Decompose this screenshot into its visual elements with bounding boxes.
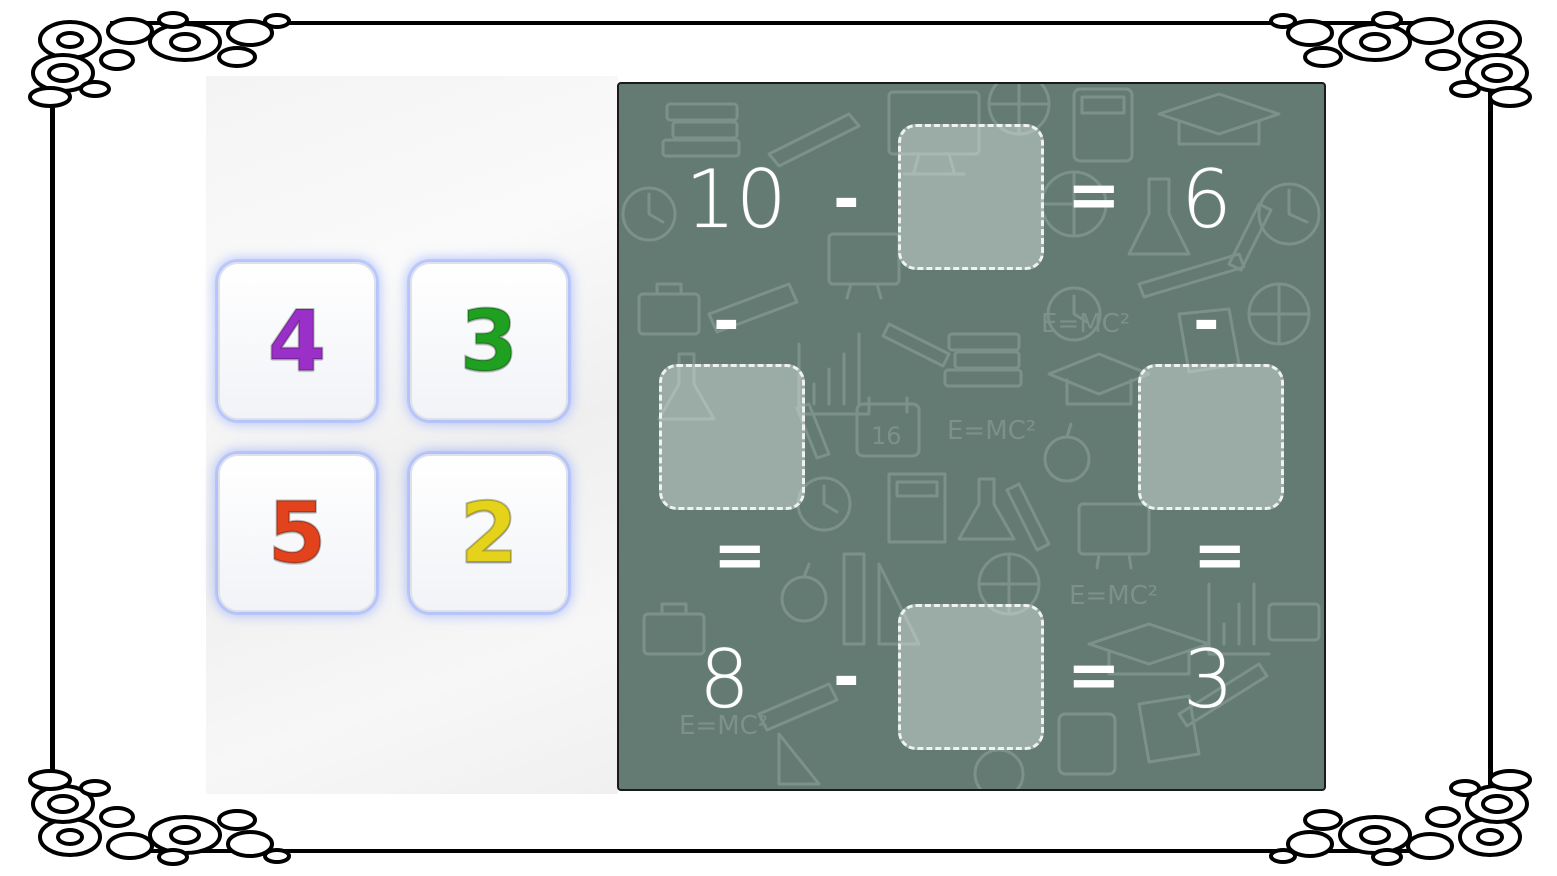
corner-ornament-bottom-right bbox=[1269, 769, 1532, 866]
drop-slot-bottom[interactable] bbox=[898, 604, 1044, 750]
apple-icon bbox=[1043, 422, 1091, 483]
pencil-icon bbox=[795, 402, 831, 460]
pencil-icon bbox=[1005, 482, 1051, 552]
top-equals-sign: = bbox=[1067, 159, 1121, 233]
bar-chart-icon bbox=[1207, 582, 1271, 656]
bottom-equals-sign: = bbox=[1067, 639, 1121, 713]
tile-digit: 4 bbox=[267, 292, 327, 390]
formula-text: E=MC² bbox=[1041, 309, 1130, 339]
apple-icon bbox=[780, 562, 828, 623]
pencil-icon bbox=[1137, 252, 1246, 299]
drop-slot-right[interactable] bbox=[1138, 364, 1284, 510]
frame-top-line bbox=[110, 21, 1450, 25]
bottom-left-number: 8 bbox=[699, 633, 750, 726]
clock-icon bbox=[1257, 182, 1321, 246]
ruler-icon bbox=[842, 552, 866, 646]
monitor-icon bbox=[887, 90, 981, 176]
top-left-number: 10 bbox=[685, 153, 787, 246]
pencil-icon bbox=[767, 112, 861, 168]
school-doodle-pattern: 16 E=MC² E=MC² E=MC² E=MC² bbox=[621, 84, 1321, 789]
drop-slot-top[interactable] bbox=[898, 124, 1044, 270]
clock-icon bbox=[796, 476, 852, 532]
drop-slot-left[interactable] bbox=[659, 364, 805, 510]
corner-ornament-top-right bbox=[1269, 11, 1532, 108]
formula-text: E=MC² bbox=[947, 416, 1036, 446]
top-minus-sign: - bbox=[833, 163, 860, 237]
number-tile-2[interactable]: 2 bbox=[410, 454, 568, 612]
top-result-number: 6 bbox=[1181, 153, 1232, 246]
formula-text: E=MC² bbox=[679, 711, 768, 741]
left-column-minus-sign: - bbox=[713, 285, 740, 359]
calculator-icon bbox=[1072, 87, 1134, 163]
bar-chart-icon bbox=[797, 332, 871, 416]
clock-icon bbox=[973, 748, 1025, 789]
right-column-equals-sign: = bbox=[1193, 519, 1247, 593]
frame-bottom-line bbox=[110, 849, 1450, 853]
clock-icon bbox=[621, 186, 677, 242]
monitor-icon bbox=[827, 232, 901, 300]
frame-left-line bbox=[50, 90, 55, 790]
tile-tray-paper bbox=[206, 76, 618, 794]
bottom-result-number: 3 bbox=[1183, 633, 1234, 726]
ruler-icon bbox=[757, 682, 839, 732]
number-tile-5[interactable]: 5 bbox=[218, 454, 376, 612]
flask-icon bbox=[657, 352, 716, 421]
calendar-icon bbox=[855, 396, 921, 458]
pencil-icon bbox=[1227, 202, 1273, 272]
graduation-cap-icon bbox=[1157, 92, 1281, 146]
ruler-icon bbox=[707, 282, 799, 334]
briefcase-icon bbox=[637, 282, 701, 336]
calendar-number: 16 bbox=[871, 422, 902, 450]
pencil-icon bbox=[1177, 662, 1269, 728]
monitor-icon bbox=[1077, 502, 1151, 570]
corner-ornament-bottom-left bbox=[28, 769, 291, 866]
number-tile-3[interactable]: 3 bbox=[410, 262, 568, 420]
clock-icon bbox=[1046, 286, 1102, 342]
right-column-minus-sign: - bbox=[1193, 285, 1220, 359]
tile-digit: 5 bbox=[267, 484, 327, 582]
basketball-icon bbox=[1247, 282, 1311, 346]
frame-right-line bbox=[1488, 90, 1493, 790]
left-column-equals-sign: = bbox=[713, 519, 767, 593]
triangle-ruler-icon bbox=[777, 732, 821, 786]
bottom-minus-sign: - bbox=[833, 641, 860, 715]
briefcase-icon bbox=[642, 602, 706, 656]
calculator-icon bbox=[887, 472, 947, 544]
calculator-icon bbox=[1057, 712, 1117, 776]
book-stack-icon bbox=[943, 332, 1023, 388]
graduation-cap-icon bbox=[1047, 352, 1151, 406]
flask-icon bbox=[957, 477, 1016, 541]
paper-icon bbox=[1137, 694, 1201, 764]
tile-digit: 3 bbox=[459, 292, 519, 390]
formula-text: E=MC² bbox=[1069, 581, 1158, 611]
flask-icon bbox=[1127, 177, 1191, 256]
number-tile-4[interactable]: 4 bbox=[218, 262, 376, 420]
corner-ornament-top-left bbox=[28, 11, 291, 108]
chalkboard-puzzle: 16 E=MC² E=MC² E=MC² E=MC² 10 - = 6 - - bbox=[617, 82, 1326, 791]
pencil-icon bbox=[881, 322, 951, 368]
book-stack-icon bbox=[661, 102, 741, 158]
briefcase-icon bbox=[1267, 602, 1321, 642]
tile-digit: 2 bbox=[459, 484, 519, 582]
